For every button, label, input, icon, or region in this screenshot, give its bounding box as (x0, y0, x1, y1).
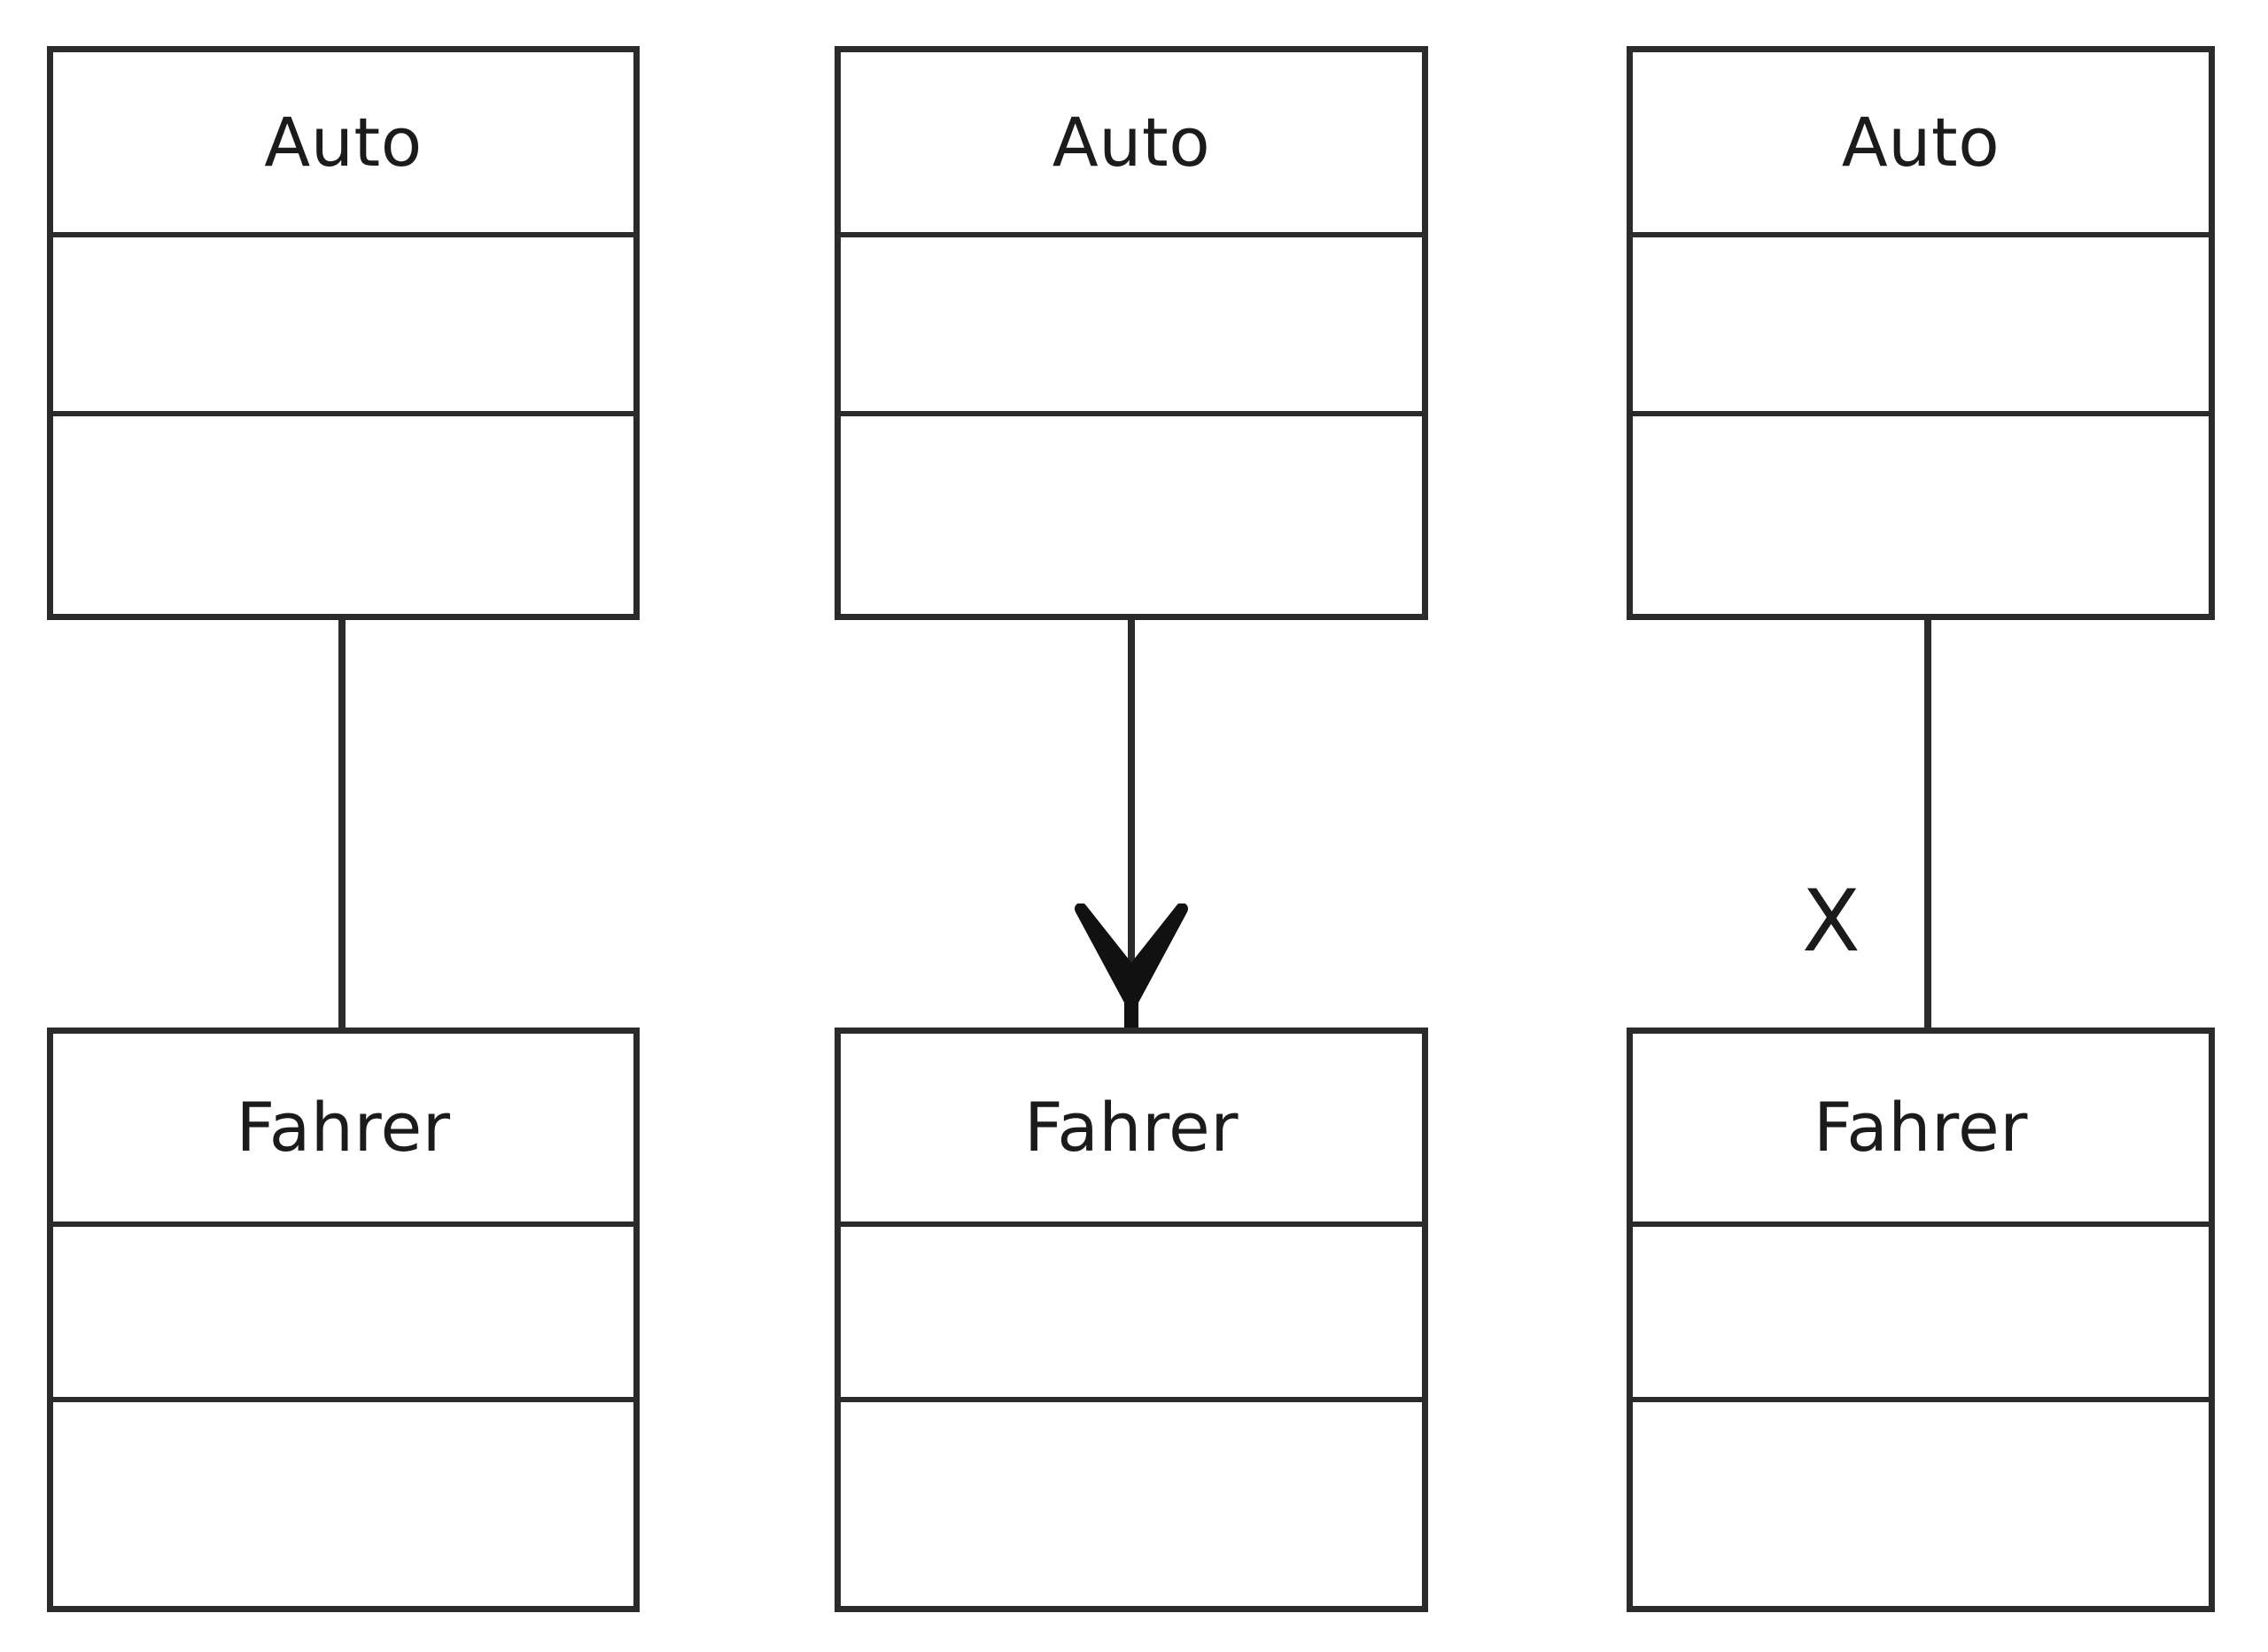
association-label-x: X (1802, 872, 1860, 971)
association-line-2[interactable] (1128, 620, 1135, 1028)
class-attributes-compartment (53, 1222, 633, 1397)
class-name-compartment: Fahrer (841, 1034, 1422, 1222)
association-line-3[interactable] (1924, 620, 1931, 1028)
class-box-auto-1[interactable]: Auto (47, 46, 640, 620)
class-operations-compartment (841, 1397, 1422, 1606)
class-box-auto-3[interactable]: Auto (1627, 46, 2215, 620)
class-name-label: Fahrer (236, 1088, 451, 1167)
class-name-compartment: Auto (841, 52, 1422, 232)
class-name-label: Auto (1841, 102, 2000, 182)
class-box-fahrer-3[interactable]: Fahrer (1627, 1028, 2215, 1612)
class-attributes-compartment (841, 232, 1422, 411)
class-attributes-compartment (1633, 1222, 2209, 1397)
class-name-label: Auto (1052, 102, 1211, 182)
class-name-label: Auto (264, 102, 423, 182)
class-operations-compartment (1633, 411, 2209, 614)
class-name-compartment: Fahrer (53, 1034, 633, 1222)
class-box-fahrer-1[interactable]: Fahrer (47, 1028, 640, 1612)
class-operations-compartment (53, 1397, 633, 1606)
class-operations-compartment (1633, 1397, 2209, 1606)
class-name-compartment: Auto (1633, 52, 2209, 232)
class-box-auto-2[interactable]: Auto (835, 46, 1428, 620)
filled-arrowhead-icon (1074, 903, 1189, 1032)
class-name-compartment: Fahrer (1633, 1034, 2209, 1222)
class-operations-compartment (841, 411, 1422, 614)
class-attributes-compartment (841, 1222, 1422, 1397)
class-box-fahrer-2[interactable]: Fahrer (835, 1028, 1428, 1612)
association-line-1[interactable] (338, 620, 346, 1028)
class-attributes-compartment (53, 232, 633, 411)
class-name-label: Fahrer (1813, 1088, 2029, 1167)
class-name-compartment: Auto (53, 52, 633, 232)
class-name-label: Fahrer (1023, 1088, 1239, 1167)
class-operations-compartment (53, 411, 633, 614)
class-attributes-compartment (1633, 232, 2209, 411)
